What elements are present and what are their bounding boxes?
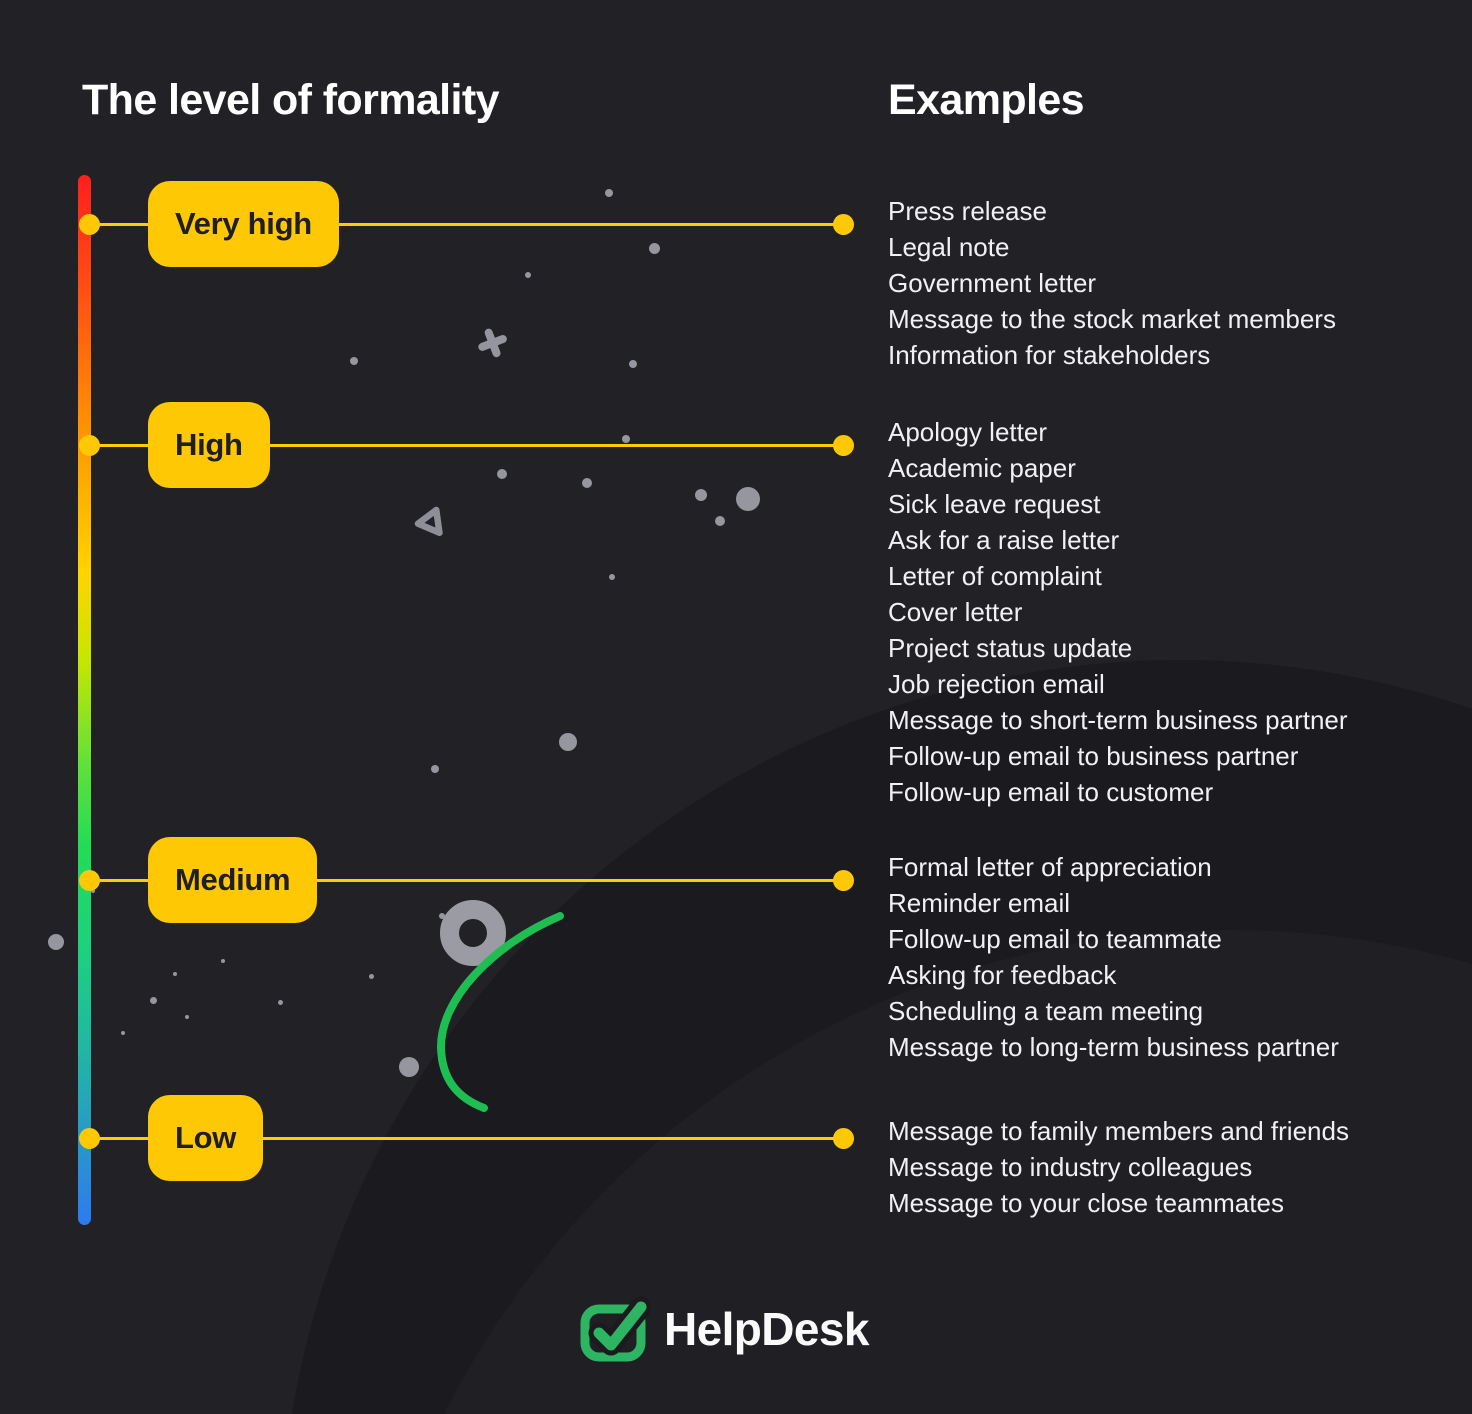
dot (221, 959, 225, 963)
end-dot-low (832, 1127, 854, 1149)
dot (48, 934, 64, 950)
formality-gradient-scale (78, 175, 91, 1225)
dot (649, 243, 660, 254)
end-dot-very-high (832, 213, 854, 235)
example-item: Asking for feedback (888, 960, 1117, 990)
dot (559, 733, 577, 751)
triangle-decoration (414, 506, 443, 537)
dot (431, 765, 439, 773)
dot (185, 1015, 189, 1019)
example-item: Job rejection email (888, 669, 1105, 699)
page-title: The level of formality (82, 76, 500, 124)
connector-line-high (89, 443, 843, 447)
example-item: Formal letter of appreciation (888, 852, 1212, 882)
example-item: Message to family members and friends (888, 1116, 1349, 1146)
cross-decoration (473, 322, 513, 362)
example-item: Ask for a raise letter (888, 525, 1120, 555)
connector-line-medium (89, 878, 843, 882)
example-item: Scheduling a team meeting (888, 996, 1204, 1026)
dot (525, 272, 531, 278)
label-very-high: Very high (148, 181, 339, 267)
label-medium: Medium (148, 837, 318, 923)
dot (629, 360, 637, 368)
dot (609, 574, 615, 580)
example-item: Sick leave request (888, 489, 1101, 519)
dot (439, 913, 445, 919)
examples-list-high: Apology letter Academic paper Sick leave… (888, 414, 1348, 810)
example-item: Government letter (888, 268, 1097, 298)
dot (695, 489, 707, 501)
examples-heading: Examples (888, 76, 1085, 124)
dot (91, 889, 95, 893)
dot (350, 357, 358, 365)
example-item: Follow-up email to teammate (888, 924, 1222, 954)
green-arc-decoration (436, 912, 564, 1112)
label-low: Low (148, 1095, 264, 1181)
connector-line-low (89, 1136, 843, 1140)
dot (497, 469, 507, 479)
dot (278, 1000, 283, 1005)
example-item: Information for stakeholders (888, 340, 1211, 370)
example-item: Legal note (888, 232, 1010, 262)
brand-logo: HelpDesk (578, 1294, 869, 1364)
example-item: Follow-up email to customer (888, 777, 1214, 807)
example-item: Project status update (888, 633, 1133, 663)
examples-list-medium: Formal letter of appreciation Reminder e… (888, 849, 1339, 1065)
dot (605, 189, 613, 197)
scale-dot-medium (78, 869, 100, 891)
dot (150, 997, 157, 1004)
dot (582, 478, 592, 488)
scale-dot-high (78, 434, 100, 456)
scale-dot-very-high (78, 213, 100, 235)
example-item: Academic paper (888, 453, 1076, 483)
end-dot-medium (832, 869, 854, 891)
dot (736, 487, 760, 511)
example-item: Press release (888, 196, 1047, 226)
example-item: Follow-up email to business partner (888, 741, 1299, 771)
dot (121, 1031, 125, 1035)
example-item: Reminder email (888, 888, 1071, 918)
dot (715, 516, 725, 526)
label-high: High (148, 402, 270, 488)
examples-list-low: Message to family members and friends Me… (888, 1113, 1349, 1221)
dot (399, 1057, 419, 1077)
example-item: Message to your close teammates (888, 1188, 1284, 1218)
example-item: Message to the stock market members (888, 304, 1336, 334)
scale-dot-low (78, 1127, 100, 1149)
example-item: Message to industry colleagues (888, 1152, 1253, 1182)
end-dot-high (832, 434, 854, 456)
dot (369, 974, 374, 979)
example-item: Apology letter (888, 417, 1047, 447)
example-item: Message to long-term business partner (888, 1032, 1339, 1062)
dot (173, 972, 177, 976)
helpdesk-check-icon (580, 1296, 650, 1362)
example-item: Letter of complaint (888, 561, 1102, 591)
example-item: Cover letter (888, 597, 1023, 627)
connector-line-very-high (89, 222, 843, 226)
example-item: Message to short-term business partner (888, 705, 1348, 735)
dot (622, 435, 630, 443)
brand-name: HelpDesk (664, 1303, 869, 1355)
examples-list-very-high: Press release Legal note Government lett… (888, 193, 1336, 373)
